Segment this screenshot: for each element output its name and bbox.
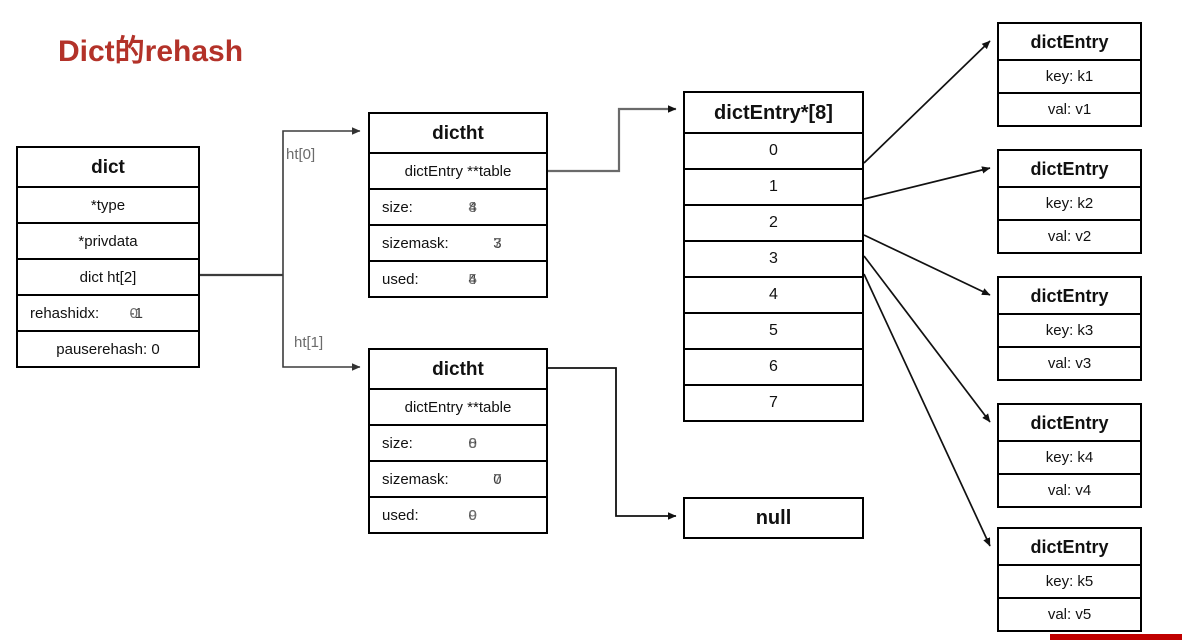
dictentry-val: val: v5 (999, 597, 1140, 630)
dict-row-type: *type (18, 186, 198, 222)
dictentry-key: key: k2 (999, 186, 1140, 219)
dictentry-key: key: k1 (999, 59, 1140, 92)
array-slot-2: 2 (685, 204, 862, 240)
array-slot-3: 3 (685, 240, 862, 276)
dict-row-pauserehash: pauserehash: 0 (18, 330, 198, 366)
wire-table1-to-null (548, 367, 677, 520)
array-slot-4: 4 (685, 276, 862, 312)
wire-slot2-entry3 (863, 234, 991, 296)
dictentry-header: dictEntry (1030, 536, 1109, 557)
dictht0-sizemask-label: sizemask: (382, 234, 449, 252)
dictentry-box-4: dictEntry key: k4 val: v4 (997, 403, 1142, 508)
dictentry-header: dictEntry (1030, 158, 1109, 179)
dictentry-box-1: dictEntry key: k1 val: v1 (997, 22, 1142, 127)
dictentry-val: val: v2 (999, 219, 1140, 252)
dictentry-header: dictEntry (1030, 31, 1109, 52)
wire-slot4-entry5 (863, 273, 991, 547)
dictentry-key: key: k5 (999, 564, 1140, 597)
wire-ht1 (282, 275, 361, 371)
dictentry-header: dictEntry (1030, 412, 1109, 433)
dictentry-val: val: v4 (999, 473, 1140, 506)
array-header: dictEntry*[8] (714, 101, 833, 124)
dict-row-ht: dict ht[2] (18, 258, 198, 294)
dict-row-privdata: *privdata (18, 222, 198, 258)
dictht1-header: dictht (432, 358, 484, 380)
wire-label-ht1: ht[1] (294, 334, 324, 351)
dict-header: dict (91, 156, 125, 178)
dictht0-used-label: used: (382, 270, 419, 288)
dictht1-table-row: dictEntry **table (370, 388, 546, 424)
wire-table0-to-array (548, 105, 677, 173)
dict-rehashidx-label: rehashidx: (30, 304, 100, 322)
dictht1-size-label: size: (382, 434, 413, 452)
dictht0-table-row: dictEntry **table (370, 152, 546, 188)
dictentry-header: dictEntry (1030, 285, 1109, 306)
dictentry-val: val: v1 (999, 92, 1140, 125)
wire-slot0-entry1 (863, 40, 991, 164)
bottom-accent-bar (1050, 634, 1182, 640)
dictentry-box-5: dictEntry key: k5 val: v5 (997, 527, 1142, 632)
dictentry-array-box: dictEntry*[8] 0 1 2 3 4 5 6 7 (683, 91, 864, 422)
array-slot-1: 1 (685, 168, 862, 204)
wire-slot3-entry4 (863, 255, 991, 423)
array-slot-7: 7 (685, 384, 862, 420)
wire-slot1-entry2 (863, 166, 991, 200)
wire-label-ht0: ht[0] (286, 146, 316, 163)
dictentry-box-3: dictEntry key: k3 val: v3 (997, 276, 1142, 381)
dictentry-val: val: v3 (999, 346, 1140, 379)
array-slot-6: 6 (685, 348, 862, 384)
null-label: null (755, 507, 792, 529)
dictht0-header: dictht (432, 122, 484, 144)
dictht1-sizemask-label: sizemask: (382, 470, 449, 488)
dict-struct-box: dict *type *privdata dict ht[2] rehashid… (16, 146, 200, 368)
dictentry-key: key: k4 (999, 440, 1140, 473)
page-title: Dict的rehash (58, 35, 244, 68)
array-slot-5: 5 (685, 312, 862, 348)
array-slot-0: 0 (685, 132, 862, 168)
dictht1-used-label: used: (382, 506, 419, 524)
dictentry-key: key: k3 (999, 313, 1140, 346)
null-box: null (683, 497, 864, 539)
dictentry-box-2: dictEntry key: k2 val: v2 (997, 149, 1142, 254)
dictht0-size-label: size: (382, 198, 413, 216)
